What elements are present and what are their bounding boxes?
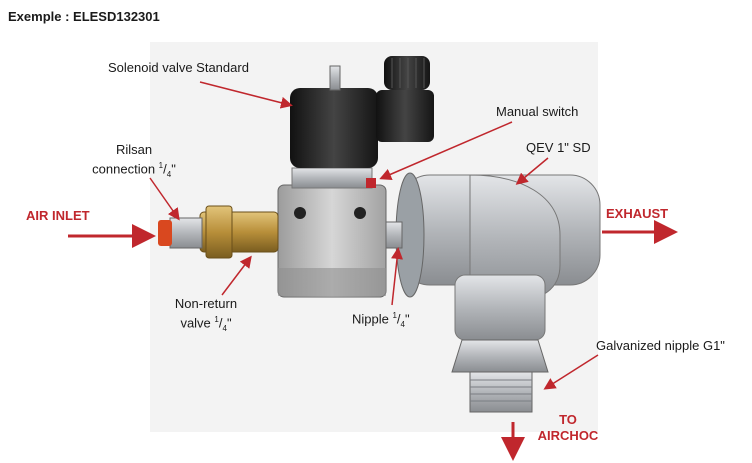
label-qev: QEV 1" SD	[526, 140, 591, 155]
galvanized-callout-arrow	[543, 354, 599, 390]
rilsan-callout-arrow	[149, 177, 180, 221]
rilsan-connection	[158, 217, 203, 249]
label-exhaust: EXHAUST	[606, 206, 669, 221]
galvanized-nipple	[451, 339, 549, 413]
nipple-callout-arrow	[391, 247, 403, 306]
label-galvanized-nipple: Galvanized nipple G1"	[596, 338, 725, 353]
label-nipple: Nipple 1/4"	[352, 311, 410, 329]
label-non-return-valve: Non-return valve 1/4"	[174, 296, 238, 333]
label-manual-switch: Manual switch	[496, 104, 579, 119]
manual-switch-callout-arrow	[379, 121, 513, 180]
qev-callout-arrow	[515, 157, 549, 185]
label-to-airchoc: TO AIRCHOC	[537, 412, 599, 443]
page-title: Exemple : ELESD132301	[8, 9, 160, 24]
manual-switch-button	[366, 178, 376, 188]
label-air-inlet: AIR INLET	[26, 208, 90, 223]
qev-body	[395, 172, 601, 341]
non-return-valve	[199, 205, 279, 259]
solenoid-coil	[290, 56, 434, 168]
solenoid-valve-body	[277, 167, 387, 298]
solenoid-callout-arrow	[199, 81, 293, 109]
label-rilsan-connection: Rilsan connection 1/4"	[92, 142, 176, 179]
non-return-callout-arrow	[221, 255, 252, 296]
label-solenoid-valve: Solenoid valve Standard	[108, 60, 249, 75]
